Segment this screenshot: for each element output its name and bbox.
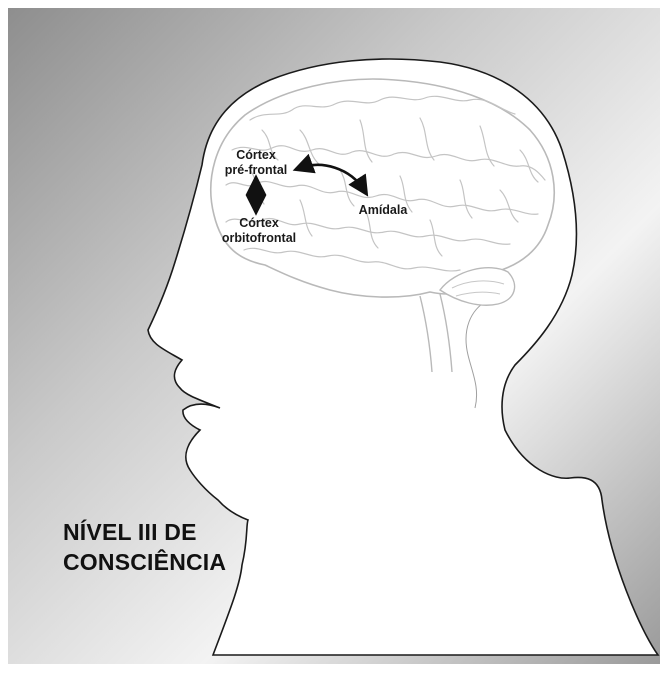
title-line2: CONSCIÊNCIA	[63, 548, 226, 575]
label-prefrontal-line2: pré-frontal	[225, 163, 288, 177]
label-amygdala: Amídala	[359, 203, 409, 217]
label-orbitofrontal-line1: Córtex	[239, 216, 279, 230]
title-line1: NÍVEL III DE	[63, 518, 197, 545]
label-prefrontal-line1: Córtex	[236, 148, 276, 162]
label-orbitofrontal-line2: orbitofrontal	[222, 231, 296, 245]
brain-outline	[211, 79, 554, 297]
